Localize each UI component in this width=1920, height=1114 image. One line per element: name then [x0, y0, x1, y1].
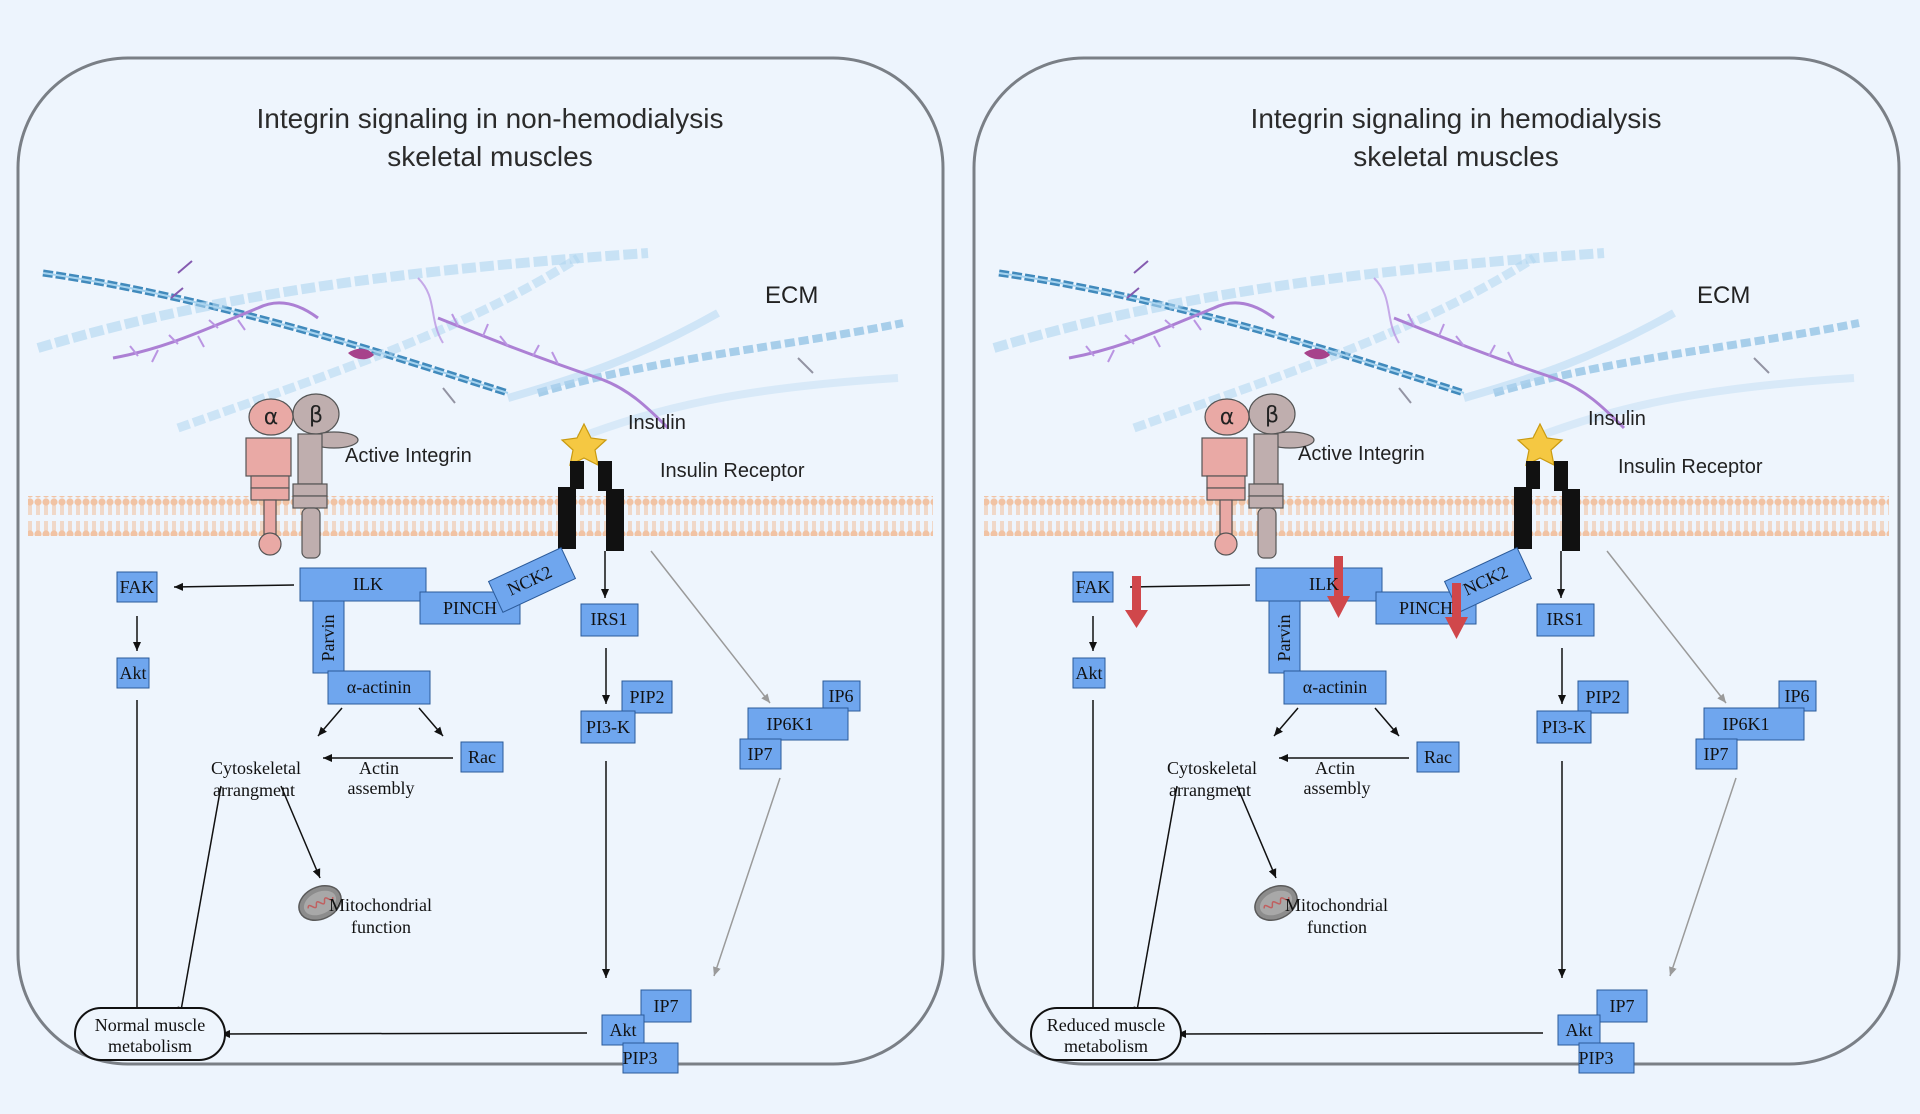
akt-box-lower: Akt — [610, 1020, 637, 1040]
alpha-actinin-box: α-actinin — [347, 677, 411, 697]
fak-box: FAK — [1076, 577, 1111, 597]
alpha-subunit-label: α — [1220, 405, 1235, 430]
mitochondrial-label-1: Mitochondrial — [329, 895, 432, 915]
pip2-box: PIP2 — [629, 687, 664, 707]
ip6k1-box: IP6K1 — [766, 714, 813, 734]
cytoskeletal-label-2: arrangment — [1169, 780, 1251, 800]
ip7-box-lower: IP7 — [653, 996, 678, 1016]
panel-non-hemodialysis: Integrin signaling in non-hemodialysis s… — [18, 58, 943, 1073]
akt-box: Akt — [120, 663, 147, 683]
outcome-label-1: Normal muscle — [95, 1015, 205, 1035]
akt-box-lower: Akt — [1566, 1020, 1593, 1040]
outcome-label-2: metabolism — [1064, 1036, 1148, 1056]
actin-assembly-label-2: assembly — [348, 778, 415, 798]
actin-assembly-label-2: assembly — [1304, 778, 1371, 798]
akt-box: Akt — [1076, 663, 1103, 683]
pinch-box: PINCH — [443, 598, 497, 618]
cytoskeletal-label-1: Cytoskeletal — [211, 758, 301, 778]
ip6k1-box: IP6K1 — [1722, 714, 1769, 734]
ip7-box-upper: IP7 — [1703, 744, 1728, 764]
panel-title-line1: Integrin signaling in hemodialysis — [1251, 103, 1662, 134]
pinch-box: PINCH — [1399, 598, 1453, 618]
fak-box: FAK — [120, 577, 155, 597]
ilk-box: ILK — [1309, 574, 1339, 594]
beta-subunit-label: β — [309, 403, 323, 428]
parvin-box: Parvin — [318, 615, 338, 662]
mitochondrial-label-2: function — [1307, 917, 1367, 937]
ip6-box: IP6 — [828, 686, 853, 706]
ip6-box: IP6 — [1784, 686, 1809, 706]
insulin-label: Insulin — [1588, 408, 1646, 430]
alpha-actinin-box: α-actinin — [1303, 677, 1367, 697]
panel-title-line2: skeletal muscles — [387, 141, 592, 172]
outcome-label-1: Reduced muscle — [1047, 1015, 1165, 1035]
cytoskeletal-label-2: arrangment — [213, 780, 295, 800]
pip2-box: PIP2 — [1585, 687, 1620, 707]
active-integrin-label: Active Integrin — [345, 445, 472, 467]
alpha-subunit-label: α — [264, 405, 279, 430]
panel-hemodialysis: Integrin signaling in hemodialysis skele… — [974, 58, 1899, 1073]
ecm-label: ECM — [765, 282, 818, 309]
ilk-box: ILK — [353, 574, 383, 594]
rac-box: Rac — [1424, 747, 1452, 767]
panel-title-line2: skeletal muscles — [1353, 141, 1558, 172]
ip7-box-lower: IP7 — [1609, 996, 1634, 1016]
panel-title-line1: Integrin signaling in non-hemodialysis — [257, 103, 724, 134]
actin-assembly-label-1: Actin — [1315, 758, 1355, 778]
pi3k-box: PI3-K — [586, 717, 630, 737]
outcome-label-2: metabolism — [108, 1036, 192, 1056]
insulin-label: Insulin — [628, 412, 686, 434]
mitochondrial-label-1: Mitochondrial — [1285, 895, 1388, 915]
actin-assembly-label-1: Actin — [359, 758, 399, 778]
mitochondrial-label-2: function — [351, 917, 411, 937]
ecm-label: ECM — [1697, 282, 1750, 309]
rac-box: Rac — [468, 747, 496, 767]
pip3-box: PIP3 — [1578, 1048, 1613, 1068]
insulin-receptor-label: Insulin Receptor — [1618, 456, 1763, 478]
irs1-box: IRS1 — [590, 609, 627, 629]
beta-subunit-label: β — [1265, 403, 1279, 428]
irs1-box: IRS1 — [1546, 609, 1583, 629]
pi3k-box: PI3-K — [1542, 717, 1586, 737]
insulin-receptor-label: Insulin Receptor — [660, 460, 805, 482]
ip7-box-upper: IP7 — [747, 744, 772, 764]
cytoskeletal-label-1: Cytoskeletal — [1167, 758, 1257, 778]
active-integrin-label: Active Integrin — [1298, 443, 1425, 465]
parvin-box: Parvin — [1274, 615, 1294, 662]
pip3-box: PIP3 — [622, 1048, 657, 1068]
